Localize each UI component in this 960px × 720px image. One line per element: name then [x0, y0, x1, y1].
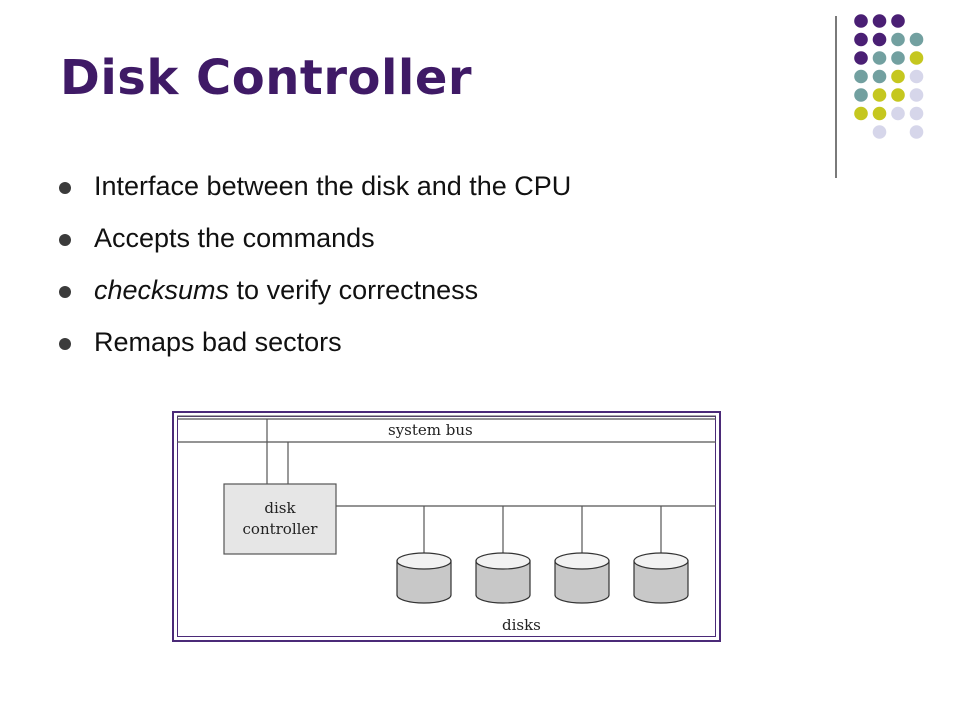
bullet-dot-icon — [59, 182, 71, 194]
disk-top — [633, 552, 689, 570]
decorative-dot — [891, 51, 905, 65]
decorative-dot — [872, 106, 887, 121]
decorative-dot — [891, 88, 905, 102]
slide-title: Disk Controller — [60, 50, 473, 106]
decorative-dot — [872, 69, 887, 84]
controller-label-line2: controller — [243, 520, 319, 538]
decorative-dot — [891, 69, 905, 84]
decorative-dot-grid — [854, 14, 924, 139]
decorative-dot — [909, 69, 924, 84]
bullet-text: Accepts the commands — [94, 223, 375, 253]
bullet-text: Interface between the disk and the CPU — [94, 171, 572, 201]
decorative-dot — [872, 14, 887, 28]
disk-controller-box — [223, 483, 337, 555]
decorative-dot — [854, 14, 868, 28]
decorative-dot — [909, 88, 924, 102]
decorative-dot — [854, 106, 868, 121]
decorative-dot — [891, 106, 905, 121]
disk-icon — [396, 506, 452, 604]
disk-icon — [475, 506, 531, 604]
disk-body — [475, 560, 531, 604]
decorative-dot — [872, 125, 887, 139]
disk-top — [475, 552, 531, 570]
decorative-dot — [872, 32, 887, 47]
bullet-item: checksums to verify correctness — [58, 270, 571, 322]
disk-icon — [554, 506, 610, 604]
disk-top — [396, 552, 452, 570]
decorative-dot — [909, 51, 924, 65]
decorative-dot — [909, 125, 924, 139]
decorative-dot — [854, 51, 868, 65]
disk-body — [554, 560, 610, 604]
decorative-dot — [909, 32, 924, 47]
disk-body — [633, 560, 689, 604]
bullet-dot-icon — [59, 286, 71, 298]
bullet-item: Interface between the disk and the CPU — [58, 166, 571, 218]
decorative-divider-line — [835, 16, 837, 178]
decorative-dot — [872, 88, 887, 102]
bullet-text: Remaps bad sectors — [94, 327, 342, 357]
bullet-dot-icon — [59, 234, 71, 246]
decorative-dot — [872, 51, 887, 65]
decorative-dot — [854, 32, 868, 47]
bullet-item: Accepts the commands — [58, 218, 571, 270]
bullet-emphasis: checksums — [94, 275, 230, 305]
decorative-dot — [891, 14, 905, 28]
bullet-text: to verify correctness — [229, 275, 479, 305]
decorative-dot — [854, 69, 868, 84]
bullet-dot-icon — [59, 338, 71, 350]
disks-label: disks — [502, 616, 541, 634]
bullet-list: Interface between the disk and the CPU A… — [58, 166, 571, 374]
disk-icon — [633, 506, 689, 604]
disk-body — [396, 560, 452, 604]
disk-controller-diagram: system bus disk controller disks — [177, 415, 716, 634]
disk-top — [554, 552, 610, 570]
controller-label-line1: disk — [264, 499, 296, 517]
decorative-dot — [909, 106, 924, 121]
system-bus-label: system bus — [388, 421, 473, 439]
decorative-dot — [854, 88, 868, 102]
decorative-dot — [891, 32, 905, 47]
bullet-item: Remaps bad sectors — [58, 322, 571, 374]
disk-controller-figure: system bus disk controller disks — [172, 411, 721, 642]
